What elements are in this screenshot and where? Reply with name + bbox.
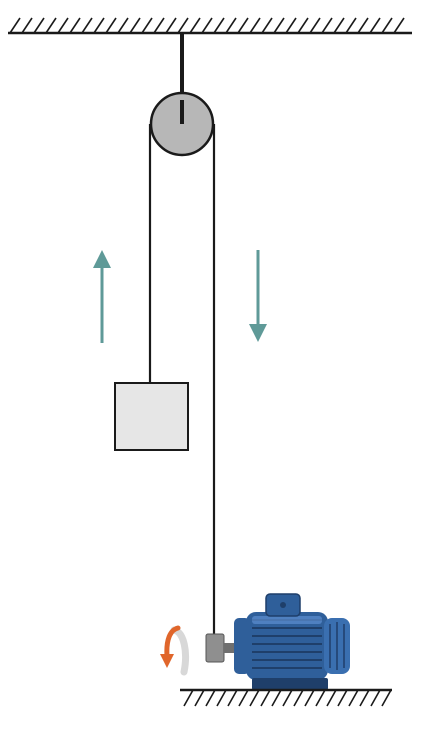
hatched-ground-icon — [183, 689, 392, 707]
motor-cooling-fins — [252, 619, 322, 669]
hatch-stroke — [189, 17, 201, 34]
hatch-stroke — [326, 689, 337, 707]
hatch-stroke — [216, 689, 227, 707]
hatch-stroke — [304, 689, 315, 707]
hatch-stroke — [271, 689, 282, 707]
hatch-stroke — [9, 17, 21, 34]
hatch-stroke — [205, 689, 216, 707]
hatch-stroke — [337, 689, 348, 707]
hatch-stroke — [381, 17, 393, 34]
hatch-stroke — [213, 17, 225, 34]
hatch-stroke — [282, 689, 293, 707]
hatch-stroke — [370, 689, 381, 707]
hatch-stroke — [105, 17, 117, 34]
hatch-stroke — [237, 17, 249, 34]
hatch-stroke — [194, 689, 205, 707]
hatch-stroke — [261, 17, 273, 34]
hatch-stroke — [165, 17, 177, 34]
hatch-stroke — [45, 17, 57, 34]
pulley-icon — [149, 91, 215, 157]
ceiling-support — [8, 17, 412, 35]
hatch-stroke — [357, 17, 369, 34]
hatch-stroke — [297, 17, 309, 34]
hatch-stroke — [21, 17, 33, 34]
hatch-stroke — [69, 17, 81, 34]
hatch-stroke — [273, 17, 285, 34]
hatch-stroke — [381, 689, 392, 707]
hatch-stroke — [315, 689, 326, 707]
hatch-stroke — [369, 17, 381, 34]
hatch-stroke — [33, 17, 45, 34]
hatch-stroke — [201, 17, 213, 34]
hatch-stroke — [249, 689, 260, 707]
hatched-ceiling-icon — [9, 17, 405, 34]
hatch-stroke — [293, 689, 304, 707]
hatch-stroke — [57, 17, 69, 34]
hatch-stroke — [227, 689, 238, 707]
hatch-stroke — [177, 17, 189, 34]
hatch-stroke — [249, 17, 261, 34]
hatch-stroke — [285, 17, 297, 34]
hatch-stroke — [129, 17, 141, 34]
hatch-stroke — [309, 17, 321, 34]
rotation-arrow-icon — [160, 625, 190, 676]
arrow-down-icon — [249, 250, 267, 342]
hatch-stroke — [153, 17, 165, 34]
hatch-stroke — [260, 689, 271, 707]
motor-shaft — [224, 643, 238, 653]
hatch-stroke — [345, 17, 357, 34]
hatch-stroke — [141, 17, 153, 34]
hatch-stroke — [321, 17, 333, 34]
motor-coupling — [205, 633, 225, 663]
hatch-stroke — [93, 17, 105, 34]
hatch-stroke — [117, 17, 129, 34]
hatch-stroke — [225, 17, 237, 34]
hatch-stroke — [183, 689, 194, 707]
electric-motor-icon — [224, 593, 350, 690]
hatch-stroke — [238, 689, 249, 707]
ground-support — [180, 688, 392, 707]
hatch-stroke — [393, 17, 405, 34]
hatch-stroke — [359, 689, 370, 707]
hatch-stroke — [333, 17, 345, 34]
load-block-icon — [114, 382, 189, 451]
hatch-stroke — [81, 17, 93, 34]
hatch-stroke — [348, 689, 359, 707]
arrow-up-icon — [93, 250, 111, 343]
motor-base — [252, 678, 328, 690]
